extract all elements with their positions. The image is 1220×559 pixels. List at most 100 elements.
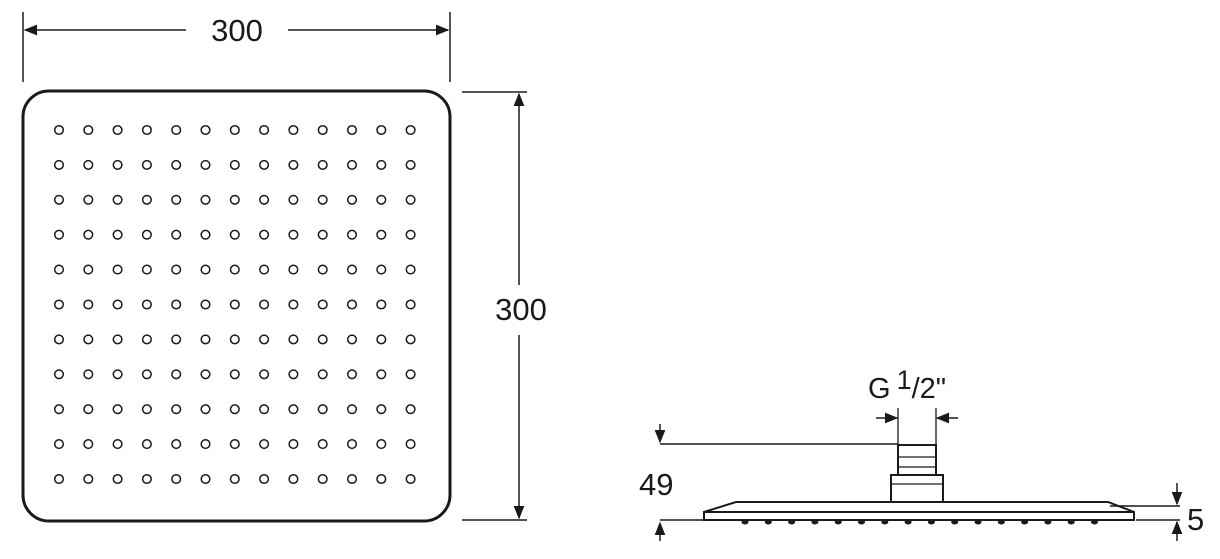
nozzle: [376, 439, 387, 450]
nozzle: [405, 473, 416, 485]
nozzle: [112, 473, 123, 485]
nozzle: [288, 159, 299, 170]
width-dimension: 300: [22, 12, 451, 82]
nozzle: [229, 194, 240, 205]
nozzle: [405, 124, 416, 136]
nozzle: [259, 404, 270, 415]
nozzle: [200, 194, 211, 205]
nozzle: [53, 299, 65, 310]
nozzle: [200, 404, 211, 415]
nozzle: [112, 334, 123, 345]
side-nozzle: [1044, 519, 1052, 525]
thread-prefix: G: [868, 373, 891, 405]
nozzle: [405, 229, 416, 240]
nozzle: [229, 159, 240, 170]
nozzle: [317, 404, 328, 415]
nozzle: [288, 124, 299, 136]
nozzle: [376, 194, 387, 205]
nozzle: [317, 369, 328, 380]
nozzle: [288, 473, 299, 485]
side-nozzle: [1067, 519, 1075, 525]
nozzle: [200, 229, 211, 240]
nozzle: [346, 264, 358, 275]
side-nozzle: [951, 519, 959, 525]
overall-height-label: 49: [639, 467, 673, 502]
nozzle: [141, 194, 152, 205]
nozzle: [288, 299, 299, 310]
nozzle: [288, 404, 299, 415]
thread-numerator: 1: [897, 365, 912, 395]
nozzle: [171, 264, 182, 275]
nozzle: [53, 229, 65, 240]
plate-thickness-dimension: 5: [1110, 483, 1204, 541]
nozzle: [376, 299, 387, 310]
side-nozzle: [788, 519, 796, 525]
nozzle: [141, 229, 152, 240]
nozzle: [200, 439, 211, 450]
side-nozzle: [904, 519, 912, 525]
nozzle: [259, 439, 270, 450]
nozzle: [405, 334, 416, 345]
nozzle: [83, 439, 94, 450]
nozzle: [83, 369, 94, 380]
nozzle: [112, 404, 123, 415]
nozzle: [83, 229, 94, 240]
nozzle: [229, 439, 240, 450]
nozzle: [53, 369, 65, 380]
nozzle: [288, 264, 299, 275]
nozzle: [376, 334, 387, 345]
side-nozzle: [811, 519, 819, 525]
nozzle: [405, 264, 416, 275]
nozzle: [112, 124, 123, 136]
nozzle: [317, 159, 328, 170]
side-nozzle: [927, 519, 935, 525]
nozzle: [259, 194, 270, 205]
nozzle: [229, 124, 240, 136]
nozzle: [346, 334, 358, 345]
nozzle: [317, 124, 328, 136]
nozzle: [346, 473, 358, 485]
nozzle: [83, 194, 94, 205]
nozzle: [288, 439, 299, 450]
nozzle: [200, 124, 211, 136]
side-nozzle: [974, 519, 982, 525]
nozzle: [229, 473, 240, 485]
nozzle: [53, 334, 65, 345]
nozzle: [171, 194, 182, 205]
nozzle: [346, 439, 358, 450]
height-dimension: 300: [462, 91, 547, 521]
nozzle: [112, 439, 123, 450]
nozzle: [317, 473, 328, 485]
nozzle: [200, 369, 211, 380]
side-nozzle: [1091, 519, 1098, 525]
nozzle: [141, 369, 152, 380]
pipe-connector: [890, 444, 944, 503]
nozzle: [259, 334, 270, 345]
nozzle: [83, 404, 94, 415]
nozzle: [376, 124, 387, 136]
plate-thickness-label: 5: [1187, 502, 1204, 537]
nozzle: [53, 439, 65, 450]
nozzle: [171, 473, 182, 485]
nozzle: [259, 124, 270, 136]
thread-width-dimension: [876, 408, 958, 445]
nozzle: [200, 299, 211, 310]
nozzle: [346, 124, 358, 136]
nozzle: [317, 264, 328, 275]
nozzle: [259, 229, 270, 240]
nozzle: [112, 299, 123, 310]
nozzle: [346, 194, 358, 205]
nozzle: [288, 369, 299, 380]
nozzle: [53, 264, 65, 275]
nozzle: [229, 264, 240, 275]
nozzle: [259, 299, 270, 310]
nozzle: [171, 229, 182, 240]
nozzle: [141, 334, 152, 345]
nozzle: [346, 159, 358, 170]
nozzle: [112, 264, 123, 275]
nozzle: [83, 473, 94, 485]
nozzle: [200, 264, 211, 275]
nozzle: [259, 159, 270, 170]
